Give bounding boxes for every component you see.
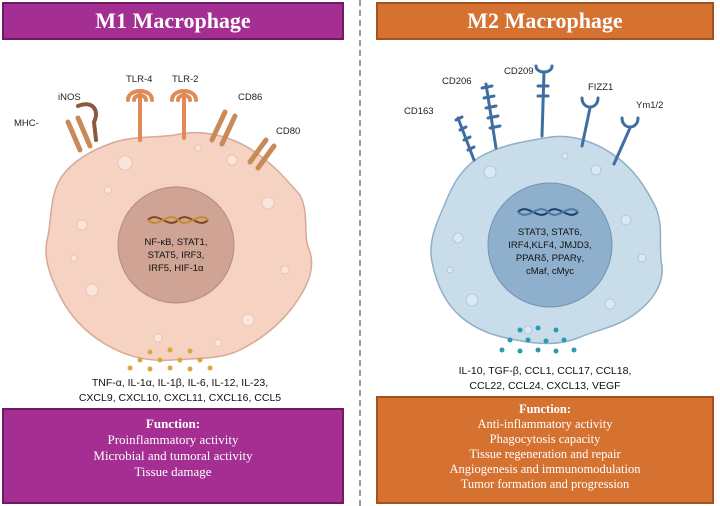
- m1-receptor-cd80: [247, 137, 277, 171]
- label-tlr4: TLR-4: [126, 74, 153, 85]
- m1-receptor-cd86: [209, 109, 238, 147]
- m1-panel: M1 Macrophage: [2, 2, 344, 504]
- m2-nucleus-factors: STAT3, STAT6, IRF4,KLF4, JMJD3, PPARδ, P…: [508, 227, 592, 277]
- m2-function-item: Tissue regeneration and repair: [469, 447, 621, 461]
- m2-illustration: [430, 64, 663, 354]
- m2-function-item: Angiogenesis and immunomodulation: [449, 462, 641, 476]
- m1-function-box: Function: Proinflammatory activity Micro…: [2, 408, 344, 504]
- label-cd206: CD206: [442, 76, 472, 87]
- m2-title: M2 Macrophage: [376, 2, 714, 40]
- m2-function-item: Phagocytosis capacity: [489, 432, 601, 446]
- label-ym12: Ym1/2: [636, 100, 664, 111]
- m1-title: M1 Macrophage: [2, 2, 344, 40]
- m1-cytokine-list: TNF-α, IL-1α, IL-1β, IL-6, IL-12, IL-23,…: [78, 377, 282, 404]
- label-cd209: CD209: [504, 66, 534, 77]
- m1-cytokine-dots: [127, 347, 213, 372]
- m2-function-box: Function: Anti-inflammatory activity Pha…: [376, 396, 714, 504]
- m2-receptor-fizz1: [580, 96, 600, 148]
- label-tlr2: TLR-2: [172, 74, 199, 85]
- m2-vesicles: [446, 152, 647, 335]
- label-cd163: CD163: [404, 106, 434, 117]
- m1-receptor-tlr2: [170, 89, 198, 140]
- m2-receptor-cd209: [534, 64, 554, 138]
- m2-receptor-ym12: [612, 116, 640, 166]
- m2-cytokine-list: IL-10, TGF-β, CCL1, CCL17, CCL18, CCL22,…: [458, 365, 632, 392]
- label-mhc: MHC-: [14, 118, 39, 129]
- m2-panel: M2 Macrophage: [360, 0, 720, 506]
- m1-receptor-tlr4: [126, 89, 154, 142]
- m1-function-item: Microbial and tumoral activity: [93, 448, 253, 463]
- m2-cytokine-dots: [499, 325, 577, 354]
- m1-receptor-mhc: [65, 115, 93, 153]
- m2-function-title: Function:: [518, 402, 572, 416]
- m1-receptor-inos: [76, 102, 98, 142]
- label-cd80: CD80: [276, 126, 301, 137]
- m2-function-item: Tumor formation and progression: [460, 477, 630, 491]
- m1-function-title: Function:: [145, 416, 201, 431]
- m1-function-item: Proinflammatory activity: [107, 432, 239, 447]
- m1-illustration: [45, 89, 313, 372]
- label-cd86: CD86: [238, 92, 263, 103]
- m2-receptor-cd163: [454, 115, 476, 162]
- m1-vesicles: [70, 144, 290, 347]
- m1-nucleus-factors: NF-κB, STAT1, STAT5, IRF3, IRF5, HIF-1α: [144, 237, 208, 274]
- m1-nucleus: [117, 186, 235, 304]
- label-inos: iNOS: [58, 92, 81, 103]
- panel-divider: [359, 0, 361, 506]
- m2-function-item: Anti-inflammatory activity: [477, 417, 613, 431]
- m1-function-item: Tissue damage: [134, 464, 212, 479]
- m2-receptor-cd206: [480, 82, 502, 150]
- m1-dna-icon: [147, 216, 209, 224]
- label-fizz1: FIZZ1: [588, 82, 614, 93]
- m2-dna-icon: [517, 208, 579, 216]
